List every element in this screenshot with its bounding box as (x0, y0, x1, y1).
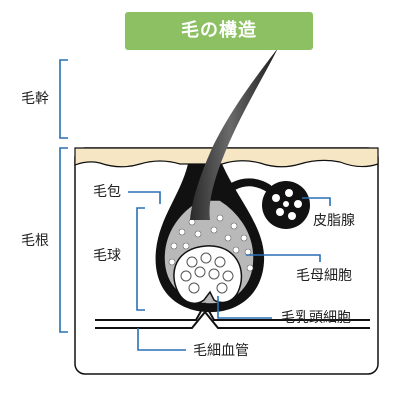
skin-surface (74, 147, 379, 168)
capillary-vessel-2 (95, 310, 370, 329)
label-leaders (59, 59, 331, 351)
label-dermal-papilla-cells: 毛乳頭細胞 (281, 310, 351, 326)
label-hair-root: 毛根 (21, 233, 49, 249)
capillary-vessel (95, 301, 370, 321)
gland-connector (230, 178, 272, 192)
label-hair-shaft: 毛幹 (21, 91, 49, 107)
label-hair-matrix-cells: 毛母細胞 (296, 268, 352, 284)
label-capillary: 毛細血管 (193, 343, 249, 359)
papilla-cell-dots (180, 252, 234, 294)
hair-shaft-strand (190, 48, 278, 220)
gland-cell-dots (272, 189, 302, 220)
diagram-title: 毛の構造 (125, 12, 313, 50)
matrix-cell-dots (168, 212, 254, 272)
label-hair-bulb: 毛球 (93, 248, 121, 264)
label-hair-follicle: 毛包 (93, 184, 121, 200)
label-sebaceous-gland: 皮脂腺 (313, 213, 355, 229)
